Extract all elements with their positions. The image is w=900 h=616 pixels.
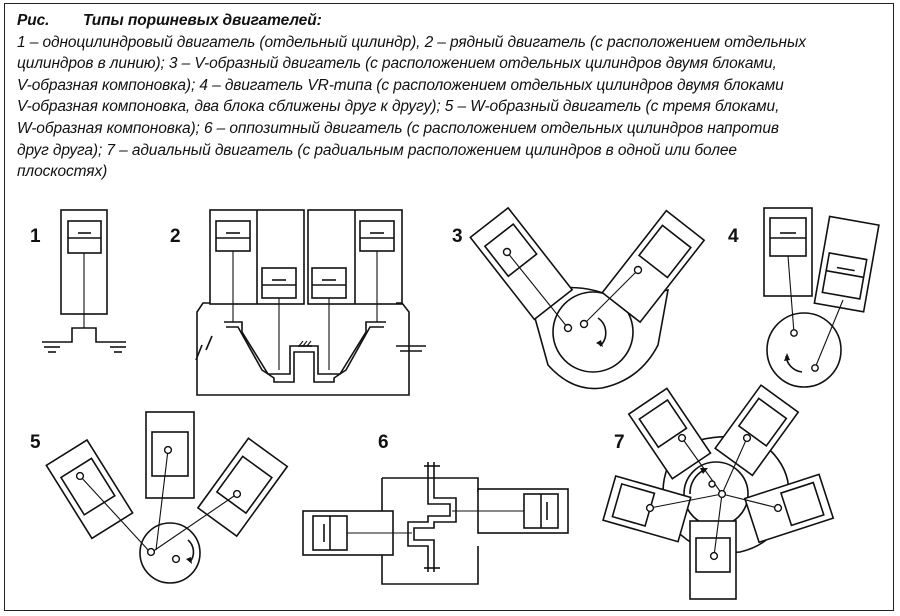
caption-heading: Рис. Типы поршневых двигателей:	[17, 10, 887, 32]
caption-line: цилиндров в линию); 3 – V-образный двига…	[17, 55, 777, 73]
diagram-number-2: 2	[170, 226, 181, 247]
cylinder-right	[196, 437, 289, 538]
caption-line: V-образная компоновка); 4 – двигатель VR…	[17, 76, 784, 94]
cylinder-left	[45, 438, 134, 540]
caption-line: друг друга); 7 – адиальный двигатель (с …	[17, 141, 737, 159]
caption-line: W-образная компоновка); 6 – оппозитный д…	[17, 119, 779, 137]
piston	[67, 220, 102, 254]
figure-label: Рис.	[17, 12, 50, 29]
diagram-2-inline: 2	[170, 209, 426, 396]
caption-line: плоскостях)	[17, 163, 108, 181]
cylinder	[714, 384, 800, 477]
piston	[215, 220, 251, 252]
caption-line: 1 – одноцилиндровый двигатель (отдельный…	[17, 33, 806, 51]
piston	[359, 220, 395, 252]
diagram-5-w-type: 5	[30, 411, 289, 584]
piston	[261, 267, 297, 299]
cylinder-left	[763, 207, 813, 297]
diagram-number-3: 3	[452, 226, 463, 247]
diagram-number-1: 1	[30, 226, 41, 247]
cylinder-right	[813, 215, 880, 313]
diagram-4-vr-type: 4	[728, 207, 880, 388]
crank-circle	[552, 291, 634, 373]
diagram-number-5: 5	[30, 432, 41, 453]
crankshaft	[42, 327, 126, 343]
cylinder	[743, 473, 835, 544]
crankshaft	[407, 462, 451, 572]
diagram-number-6: 6	[378, 432, 389, 453]
diagram-number-7: 7	[614, 432, 625, 453]
crank-circle	[139, 522, 201, 584]
crankshaft	[224, 321, 386, 375]
piston	[311, 267, 347, 299]
figure-caption: Рис. Типы поршневых двигателей: 1 – одноц…	[17, 10, 887, 183]
figure-frame	[4, 3, 894, 611]
diagram-number-4: 4	[728, 226, 739, 247]
caption-line: V-образная компоновка, два блока сближен…	[17, 98, 780, 116]
diagram-3-v-type: 3	[452, 206, 706, 390]
cylinder	[627, 387, 712, 480]
cylinder-left	[469, 206, 574, 321]
figure-title: Типы поршневых двигателей:	[83, 12, 322, 29]
diagram-1-single-cylinder: 1	[30, 209, 126, 353]
diagram-7-radial: 7	[602, 384, 835, 600]
cylinder	[689, 520, 737, 600]
crank-circle	[766, 312, 842, 388]
cylinder-center	[145, 411, 195, 499]
diagram-6-opposed: 6	[302, 432, 569, 585]
